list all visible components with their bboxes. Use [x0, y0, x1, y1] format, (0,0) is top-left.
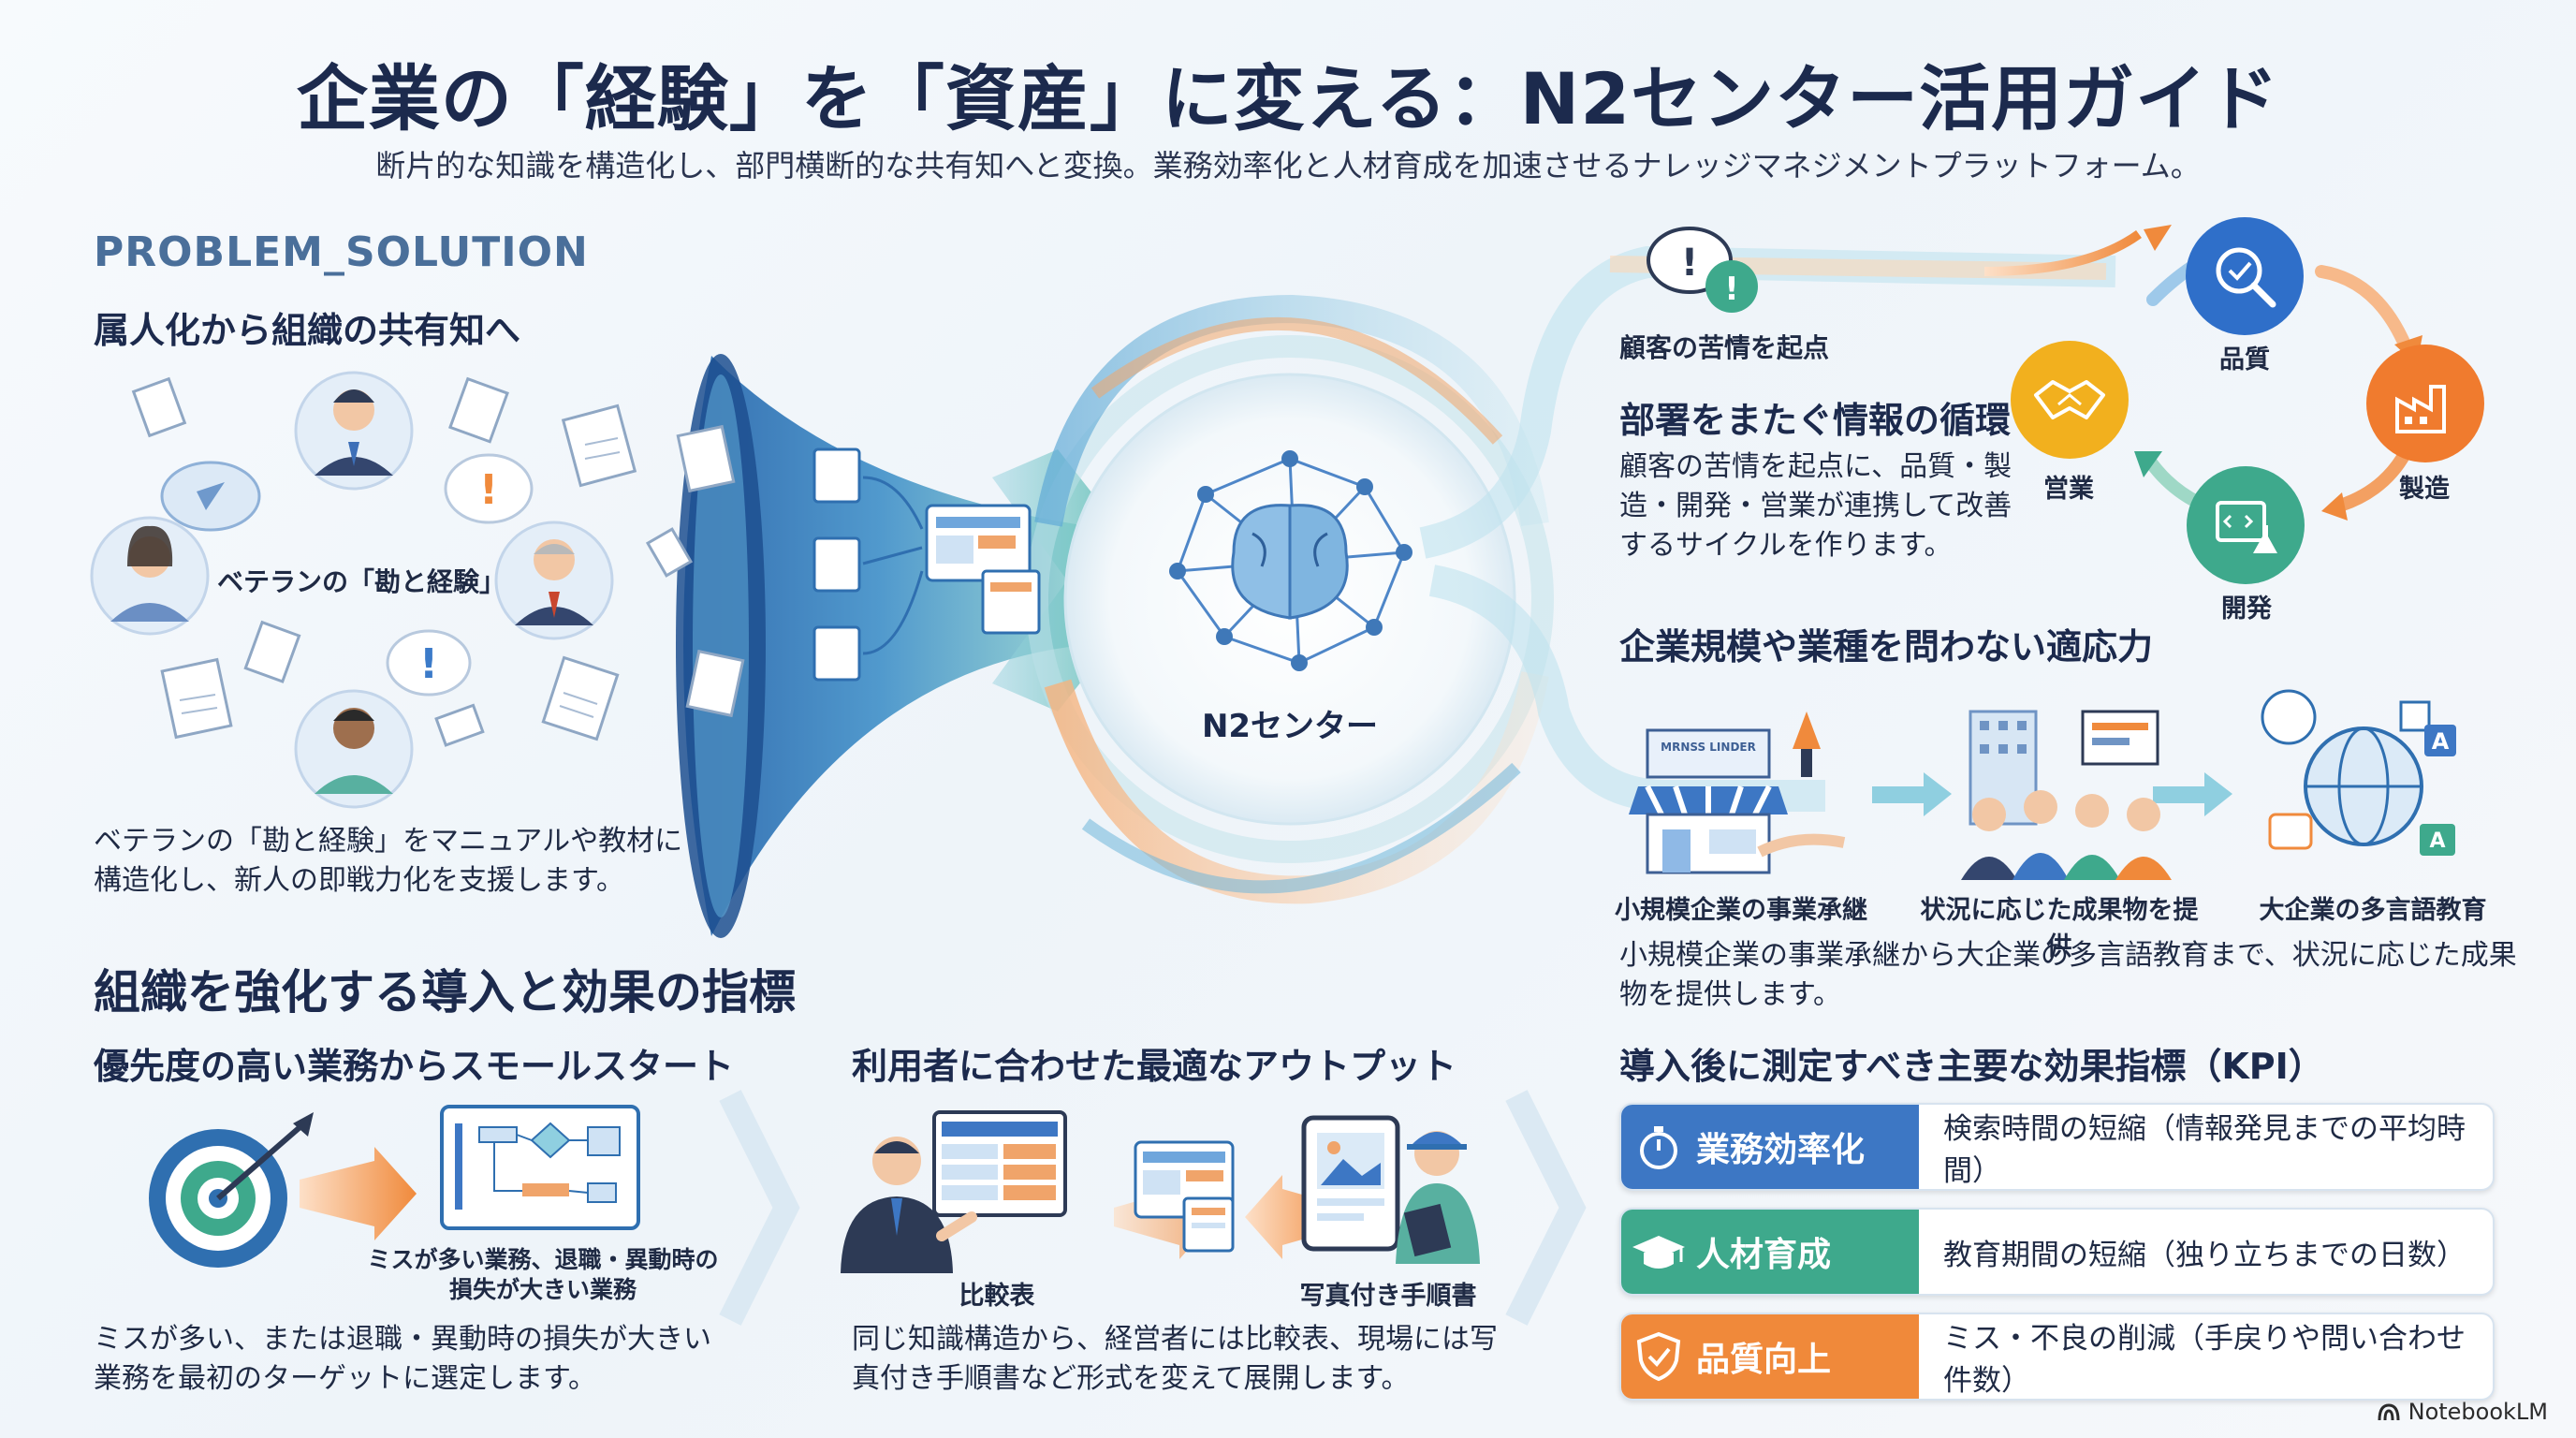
executive-comparison-icon: [841, 1110, 1067, 1273]
development-node: [2187, 466, 2305, 584]
small-start-description: ミスが多い、または退職・異動時の損失が大きい業務を最初のターゲットに選定します。: [94, 1323, 711, 1395]
target-icon: [149, 1112, 314, 1268]
central-doc-stack-icon: [1134, 1140, 1235, 1253]
small-start-flow-label: ミスが多い業務、退職・異動時の損失が大きい業務: [367, 1246, 719, 1303]
kpi-name: 業務効率化: [1696, 1131, 1866, 1169]
section-tag: PROBLEM_SOLUTION: [94, 228, 589, 276]
shop-sign: MRNSS LINDER: [1661, 741, 1756, 754]
cycle-heading: 部署をまたぐ情報の循環: [1619, 400, 2012, 441]
graduation-cap-icon: [1621, 1228, 1696, 1275]
output-heading: 利用者に合わせた最適なアウトプット: [852, 1046, 1457, 1087]
brain-network-icon: [1169, 450, 1412, 671]
kpi-name-cell: 業務効率化: [1621, 1105, 1919, 1189]
kpi-table: 業務効率化 検索時間の短縮（情報発見までの平均時間） 人材育成 教育期間の短縮（…: [1619, 1103, 2495, 1401]
kpi-desc: 教育期間の短縮（独り立ちまでの日数）: [1943, 1238, 2466, 1272]
adapt-heading: 企業規模や業種を問わない適応力: [1619, 626, 2154, 668]
sales-label: 営業: [2043, 475, 2094, 504]
kpi-row-efficiency: 業務効率化 検索時間の短縮（情報発見までの平均時間）: [1619, 1103, 2495, 1191]
magnifier-gear-icon: [2216, 247, 2276, 308]
kpi-name: 品質向上: [1696, 1341, 1832, 1379]
svg-text:A: A: [2429, 829, 2445, 853]
problem-heading: 属人化から組織の共有知へ: [94, 310, 521, 351]
sales-node: [2011, 341, 2129, 459]
output-description: 同じ知識構造から、経営者には比較表、現場には写真付き手順書など形式を変えて展開し…: [852, 1323, 1498, 1395]
workflow-diagram-icon: [440, 1105, 640, 1230]
adapt-item-2: 状況に応じた成果物を提供: [1920, 896, 2199, 961]
cycle-origin-label: 顧客の苦情を起点: [1619, 332, 1830, 363]
photo-manual-worker-icon: [1301, 1115, 1480, 1264]
svg-text:!: !: [419, 640, 438, 688]
manufacturing-node: [2366, 345, 2484, 462]
notebooklm-logo-icon: [2378, 1403, 2400, 1421]
cycle-description: 顧客の苦情を起点に、品質・製造・開発・営業が連携して改善するサイクルを作ります。: [1619, 450, 2012, 562]
kpi-row-quality: 品質向上 ミス・不良の削減（手戻りや問い合わせ件数）: [1619, 1313, 2495, 1401]
veterans-cluster: ! !: [90, 371, 637, 809]
handshake-icon: [2034, 380, 2105, 419]
svg-text:!: !: [1681, 242, 1698, 285]
page-title: 企業の「経験」を「資産」に変える：N2センター活用ガイド: [296, 57, 2280, 140]
kpi-heading: 導入後に測定すべき主要な効果指標（KPI）: [1619, 1046, 2324, 1087]
svg-text:!: !: [1724, 271, 1739, 308]
svg-text:!: !: [479, 466, 498, 514]
quality-node: [2186, 217, 2304, 335]
kpi-desc: ミス・不良の削減（手戻りや問い合わせ件数）: [1943, 1322, 2466, 1398]
veteran-label: ベテランの「勘と経験」: [217, 566, 506, 597]
complaint-bubbles-icon: ! !: [1647, 227, 1758, 313]
code-flask-icon: [2216, 501, 2277, 553]
adapt-item-1: 小規模企業の事業承継: [1615, 896, 1867, 925]
person-icon: [294, 371, 414, 491]
factory-icon: [2395, 385, 2446, 433]
notebooklm-logo: NotebookLM: [2377, 1399, 2548, 1425]
kpi-name: 人材育成: [1696, 1236, 1832, 1274]
manufacturing-label: 製造: [2399, 475, 2450, 504]
shield-check-icon: [1621, 1330, 1696, 1383]
development-label: 開発: [2221, 594, 2272, 624]
stopwatch-icon: [1621, 1121, 1696, 1173]
brand-label: NotebookLM: [2408, 1399, 2548, 1425]
center-label: N2センター: [1201, 708, 1379, 745]
kpi-name-cell: 品質向上: [1621, 1314, 1919, 1399]
quality-label: 品質: [2219, 345, 2270, 374]
page-subtitle: 断片的な知識を構造化し、部門横断的な共有知へと変換。業務効率化と人材育成を加速さ…: [375, 148, 2201, 183]
flying-documents: [646, 424, 745, 718]
kpi-row-training: 人材育成 教育期間の短縮（独り立ちまでの日数）: [1619, 1208, 2495, 1296]
intro-heading: 組織を強化する導入と効果の指標: [94, 965, 796, 1020]
small-shop-icon: MRNSS LINDER: [1629, 712, 1846, 874]
team-people-icon: [1961, 710, 2172, 880]
problem-description: ベテランの「勘と経験」をマニュアルや教材に構造化し、新人の即戦力化を支援します。: [94, 825, 683, 897]
funnel-structure-icons: [812, 448, 1041, 682]
kpi-desc: 検索時間の短縮（情報発見までの平均時間）: [1943, 1112, 2466, 1188]
adapt-description: 小規模企業の事業承継から大企業の多言語教育まで、状況に応じた成果物を提供します。: [1619, 939, 2517, 1011]
multilingual-globe-icon: A A: [2261, 689, 2456, 856]
output-right-label: 写真付き手順書: [1299, 1282, 1477, 1311]
small-start-heading: 優先度の高い業務からスモールスタート: [94, 1046, 735, 1087]
adapt-item-3: 大企業の多言語教育: [2259, 896, 2487, 925]
output-left-label: 比較表: [959, 1282, 1035, 1311]
svg-text:A: A: [2432, 728, 2450, 755]
kpi-name-cell: 人材育成: [1621, 1210, 1919, 1294]
